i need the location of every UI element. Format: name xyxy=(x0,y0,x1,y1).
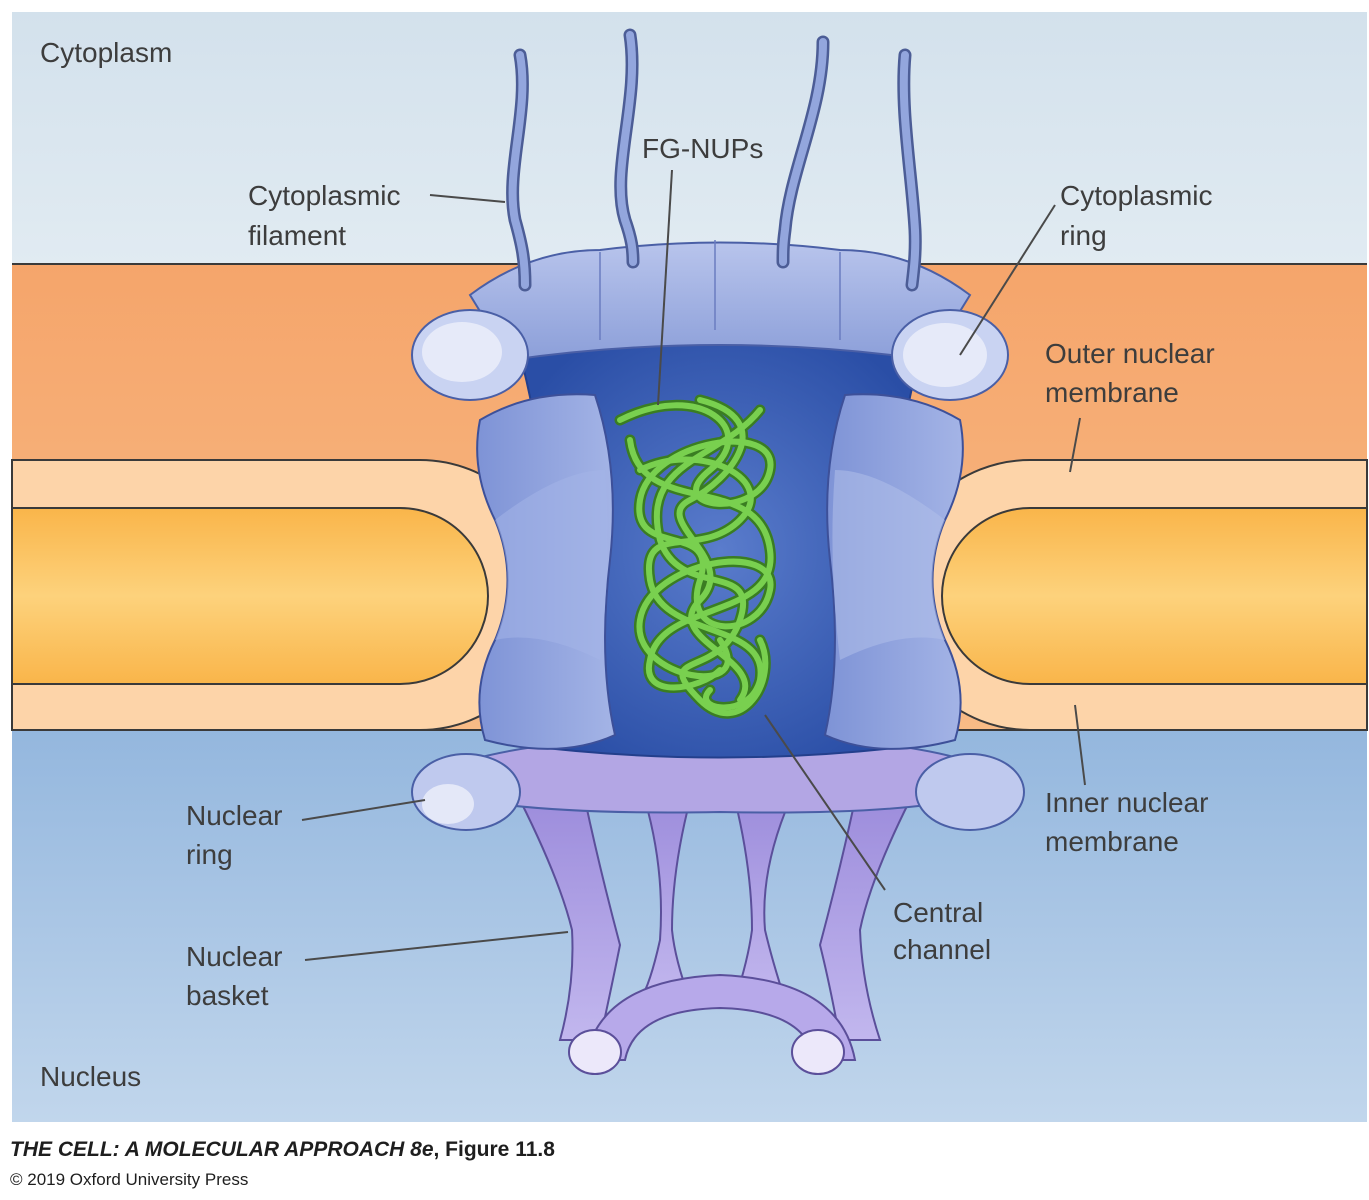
lumen-right xyxy=(941,507,1368,685)
fg-nups xyxy=(614,394,776,719)
label-fg-nups: FG-NUPs xyxy=(642,133,763,164)
figure-ref: , Figure 11.8 xyxy=(433,1138,555,1161)
leader-lines xyxy=(301,169,1086,961)
label-cytoplasmic-ring: Cytoplasmic ring xyxy=(1060,180,1220,251)
label-cytoplasmic-filament: Cytoplasmic filament xyxy=(248,180,408,251)
label-outer-nuclear-membrane: Outer nuclear membrane xyxy=(1045,338,1222,408)
label-cytoplasm: Cytoplasm xyxy=(40,37,172,68)
figure-caption: THE CELL: A MOLECULAR APPROACH 8e, Figur… xyxy=(10,1138,555,1162)
cytoplasmic-ring xyxy=(411,240,1009,401)
copyright-notice: © 2019 Oxford University Press xyxy=(10,1170,249,1189)
label-nuclear-ring: Nuclear ring xyxy=(186,800,290,870)
cytoplasmic-filaments xyxy=(506,28,922,292)
nuclear-basket xyxy=(518,799,912,1075)
label-inner-nuclear-membrane: Inner nuclear membrane xyxy=(1045,787,1216,857)
cytoplasm-region xyxy=(12,12,1367,264)
label-nucleus: Nucleus xyxy=(40,1061,141,1092)
label-nuclear-basket: Nuclear basket xyxy=(186,941,290,1011)
label-central-channel: Central channel xyxy=(893,897,991,965)
book-title: THE CELL: A MOLECULAR APPROACH 8e xyxy=(10,1138,434,1161)
nuclear-ring xyxy=(411,736,1025,831)
lumen-left xyxy=(11,507,489,685)
